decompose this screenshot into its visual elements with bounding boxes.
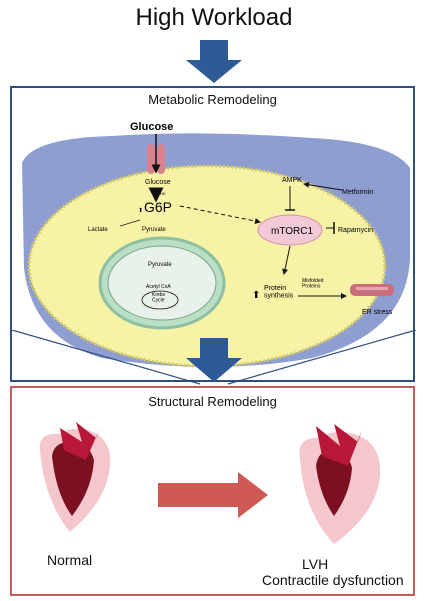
protein-up-arrow: ⬆ [252, 290, 260, 301]
ampk-label: AMPK [282, 177, 302, 184]
structural-remodeling-panel [10, 386, 415, 596]
contractile-dysfunction-label: Contractile dysfunction [262, 572, 404, 588]
g6p-up-arrow: ⬆ [138, 207, 143, 214]
hk-label: HK [160, 191, 166, 196]
metabolic-remodeling-title: Metabolic Remodeling [148, 92, 277, 107]
lvh-label: LVH [302, 556, 329, 572]
glucose-outer-label: Glucose [130, 121, 173, 133]
rapamycin-label: Rapamycin [338, 227, 373, 234]
glucose-inner-label: Glucose [145, 179, 171, 186]
er-stress-label: ER stress [362, 309, 393, 316]
normal-heart-illustration [39, 422, 111, 532]
mitochondrion [98, 236, 226, 330]
top-down-arrow [186, 40, 242, 83]
normal-label: Normal [47, 552, 93, 568]
metformin-label: Metformin [342, 189, 373, 196]
er-structure [350, 284, 394, 296]
krebs-cycle [141, 290, 179, 310]
mtorc1-label: mTORC1 [271, 226, 313, 237]
middle-down-arrow [186, 338, 242, 382]
cell-diagram: Glucose Glucose HK ⬆ G6P Lactate Pyruvat… [22, 121, 410, 368]
g6p-label: G6P [144, 199, 172, 215]
structural-remodeling-title: Structural Remodeling [148, 394, 277, 409]
metabolic-remodeling-panel [10, 86, 415, 382]
mtorc1 [257, 214, 323, 246]
funnel-connector [11, 330, 417, 385]
acetyl-coa-label: Acetyl CoA [146, 284, 171, 290]
page-title: High Workload [135, 4, 293, 31]
progression-arrow [158, 472, 268, 518]
pyruvate-label-1: Pyruvate [142, 227, 166, 233]
lvh-heart-illustration [299, 424, 381, 544]
lactate-label: Lactate [88, 227, 108, 233]
pyruvate-label-2: Pyruvate [148, 262, 172, 268]
